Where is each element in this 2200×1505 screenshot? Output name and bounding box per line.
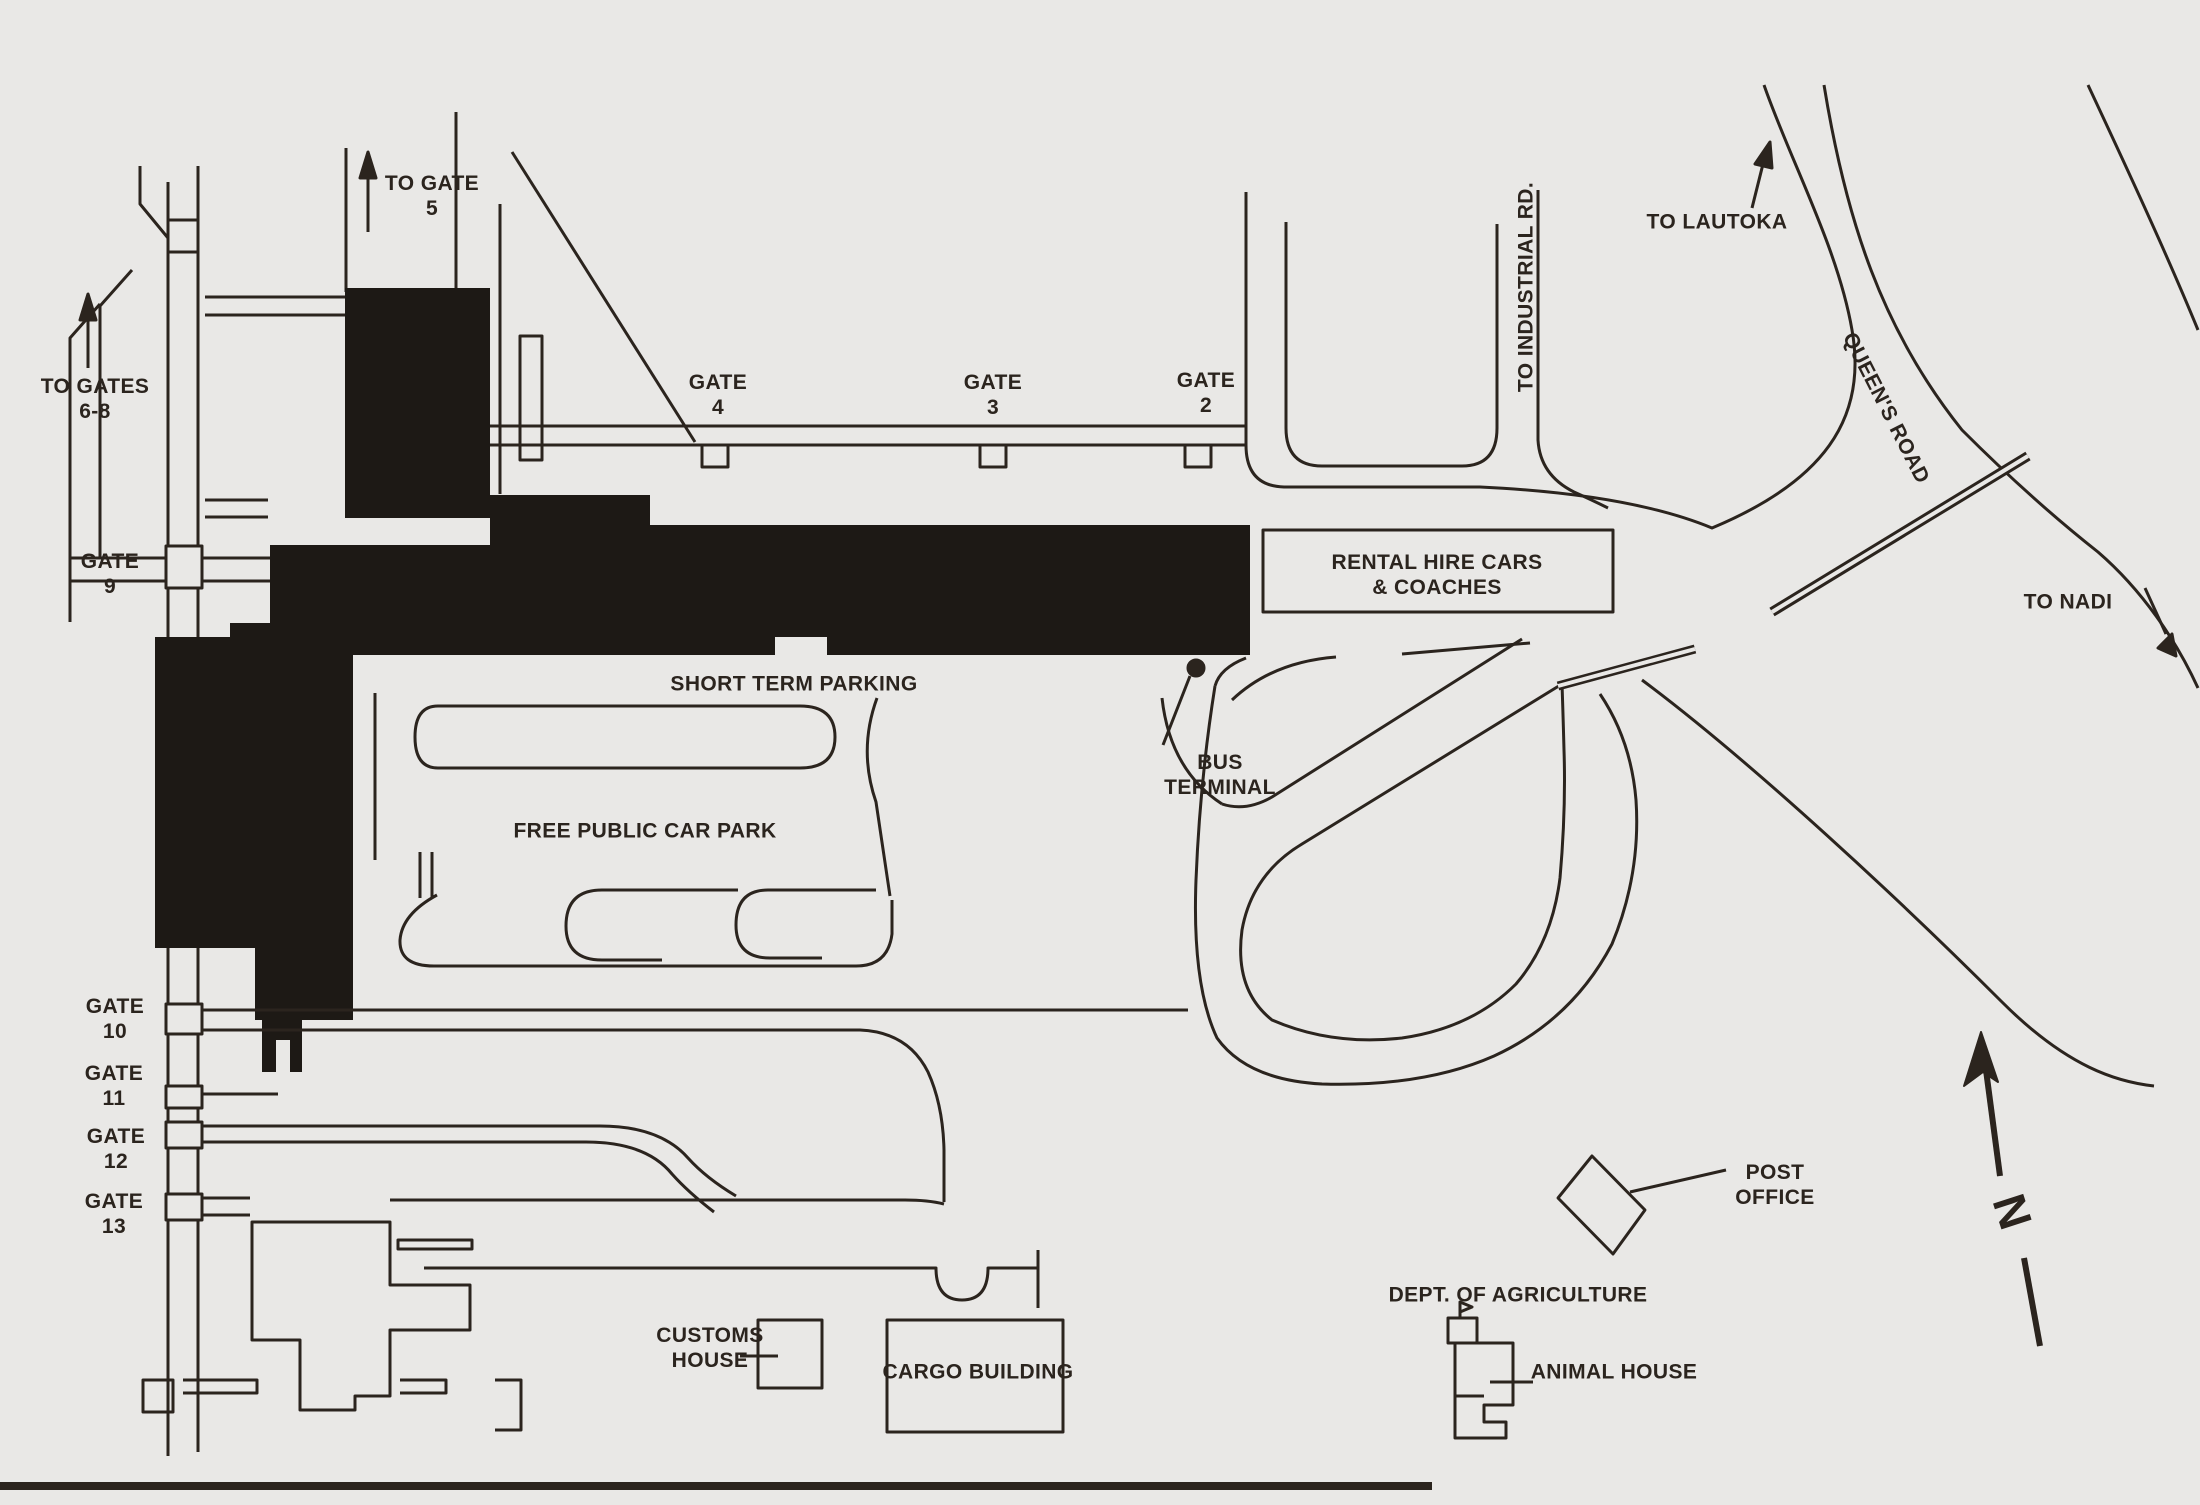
to-gates-6-8-line2: 6-8 [79,400,111,423]
dept-agriculture-building [1446,1316,1479,1345]
gate-4-line1: GATE [688,371,748,394]
gate-12-label: GATE 12 [87,1124,145,1174]
gate-9-line2: 9 [103,575,117,598]
to-lautoka-label: TO LAUTOKA [1646,210,1788,234]
gate-11-line1: GATE [84,1062,144,1085]
leader-lines [740,675,1727,1384]
customs-house-line1: CUSTOMS [656,1324,764,1347]
north-arrow-icon [1963,1031,2043,1347]
short-term-parking-label: SHORT TERM PARKING [670,672,918,696]
post-office-building [1556,1154,1647,1256]
rental-line1: RENTAL HIRE CARS [1331,551,1543,574]
gate-2-line1: GATE [1176,369,1236,392]
rental-hire-cars-label: RENTAL HIRE CARS & COACHES [1332,550,1543,600]
bus-terminal-marker-icon [1186,658,1206,678]
gate-13-line2: 13 [101,1215,127,1238]
west-buildings [141,1220,523,1432]
to-gate-5-label: TO GATE 5 [385,171,479,221]
apron-fence [490,192,1248,469]
gate-13-line1: GATE [84,1190,144,1213]
south-roads [202,1008,1188,1308]
arrows [78,140,2178,1347]
gate-3-label: GATE 3 [964,370,1022,420]
to-gate-5-line2: 5 [425,197,439,220]
free-public-car-park-label: FREE PUBLIC CAR PARK [513,819,777,843]
gate-3-line1: GATE [963,371,1023,394]
to-gates-6-8-arrow-icon [78,292,98,368]
terminal-buildings [155,288,1250,1072]
car-park-linework [373,693,894,968]
gate-9-label: GATE 9 [81,549,139,599]
gate-9-line1: GATE [80,550,140,573]
outlined-buildings [756,528,1647,1440]
to-gate-5-arrow-icon [358,150,378,232]
customs-house-line2: HOUSE [671,1349,749,1372]
gate-2-label: GATE 2 [1177,368,1235,418]
post-office-label: POST OFFICE [1735,1160,1814,1210]
post-office-line1: POST [1745,1161,1805,1184]
gate-3-line2: 3 [986,396,1000,419]
bus-terminal-line2: TERMINAL [1164,776,1276,799]
customs-house-building [756,1318,824,1390]
bus-terminal-line1: BUS [1197,751,1243,774]
to-gates-6-8-label: TO GATES 6-8 [41,374,150,424]
cargo-building-label: CARGO BUILDING [882,1360,1074,1384]
gate-13-label: GATE 13 [85,1189,143,1239]
to-nadi-arrow-icon [2143,587,2178,658]
gate-12-line1: GATE [86,1125,146,1148]
customs-house-label: CUSTOMS HOUSE [656,1323,763,1373]
bus-terminal-label: BUS TERMINAL [1164,750,1276,800]
to-gate-5-line1: TO GATE [384,172,480,195]
to-lautoka-arrow-icon [1750,140,1774,209]
gate-10-line1: GATE [85,995,145,1018]
gate-2-line2: 2 [1199,394,1213,417]
rental-line2: & COACHES [1372,576,1502,599]
gate-4-label: GATE 4 [689,370,747,420]
post-office-line2: OFFICE [1735,1186,1815,1209]
taxiway-lines [68,112,697,1456]
gate-11-line2: 11 [102,1087,126,1110]
gate-12-line2: 12 [103,1150,129,1173]
gate-10-line2: 10 [102,1020,128,1043]
west-gate-roads [70,544,278,1222]
to-industrial-rd-label: TO INDUSTRIAL RD. [1514,181,1538,393]
gate-11-label: GATE 11 [85,1061,143,1111]
to-nadi-label: TO NADI [2023,590,2113,614]
gate-10-label: GATE 10 [86,994,144,1044]
animal-house-building [1453,1341,1515,1440]
gate-4-line2: 4 [711,396,725,419]
east-roads [1160,84,2200,1088]
dept-agriculture-label: DEPT. OF AGRICULTURE [1388,1283,1648,1307]
rental-hire-cars-building [1261,528,1615,614]
to-gates-6-8-line1: TO GATES [40,375,150,398]
animal-house-label: ANIMAL HOUSE [1530,1360,1698,1384]
cargo-building-outline [885,1318,1065,1434]
